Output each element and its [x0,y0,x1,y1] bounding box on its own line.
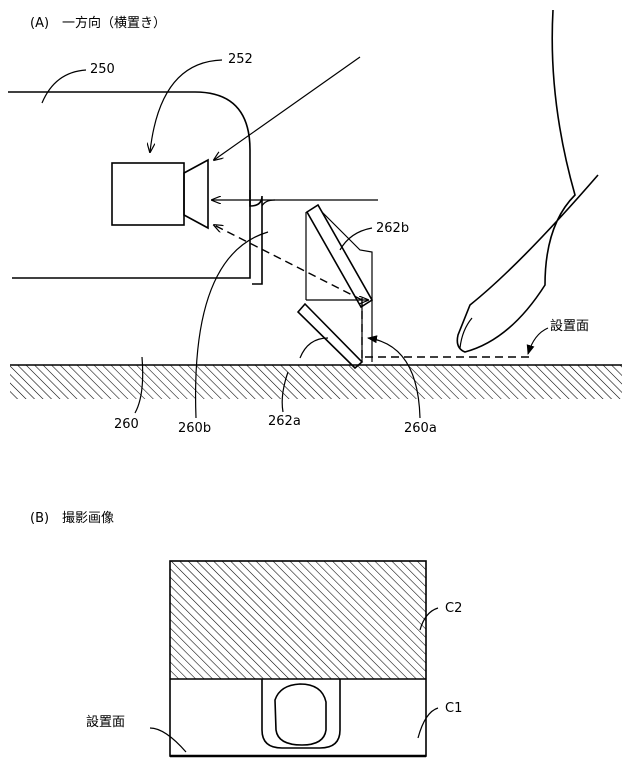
mirror-262a [296,302,364,370]
label-c1: C1 [445,701,462,716]
label-250: 250 [90,62,115,77]
label-262a: 262a [268,414,301,429]
leader-lines [41,59,549,419]
camera-252 [111,158,209,230]
housing-250 [8,91,276,285]
label-260b: 260b [178,421,211,436]
mirror-262b [305,203,374,309]
label-252: 252 [228,52,253,67]
ground-260 [10,364,622,399]
mirror-support [361,302,373,362]
panel-b-title: (B) 撮影画像 [30,510,114,526]
label-260: 260 [114,417,139,432]
light-rays [212,56,530,360]
leader-lines-b [149,607,439,753]
label-installation-surface-b: 設置面 [86,714,125,730]
label-c2: C2 [445,601,462,616]
finger-image [261,679,341,749]
panel-a-title: (A) 一方向（横置き） [30,15,166,31]
label-262b: 262b [376,221,409,236]
label-260a: 260a [404,421,437,436]
captured-image [169,560,427,758]
finger [456,9,599,353]
label-installation-surface-a: 設置面 [550,318,589,334]
